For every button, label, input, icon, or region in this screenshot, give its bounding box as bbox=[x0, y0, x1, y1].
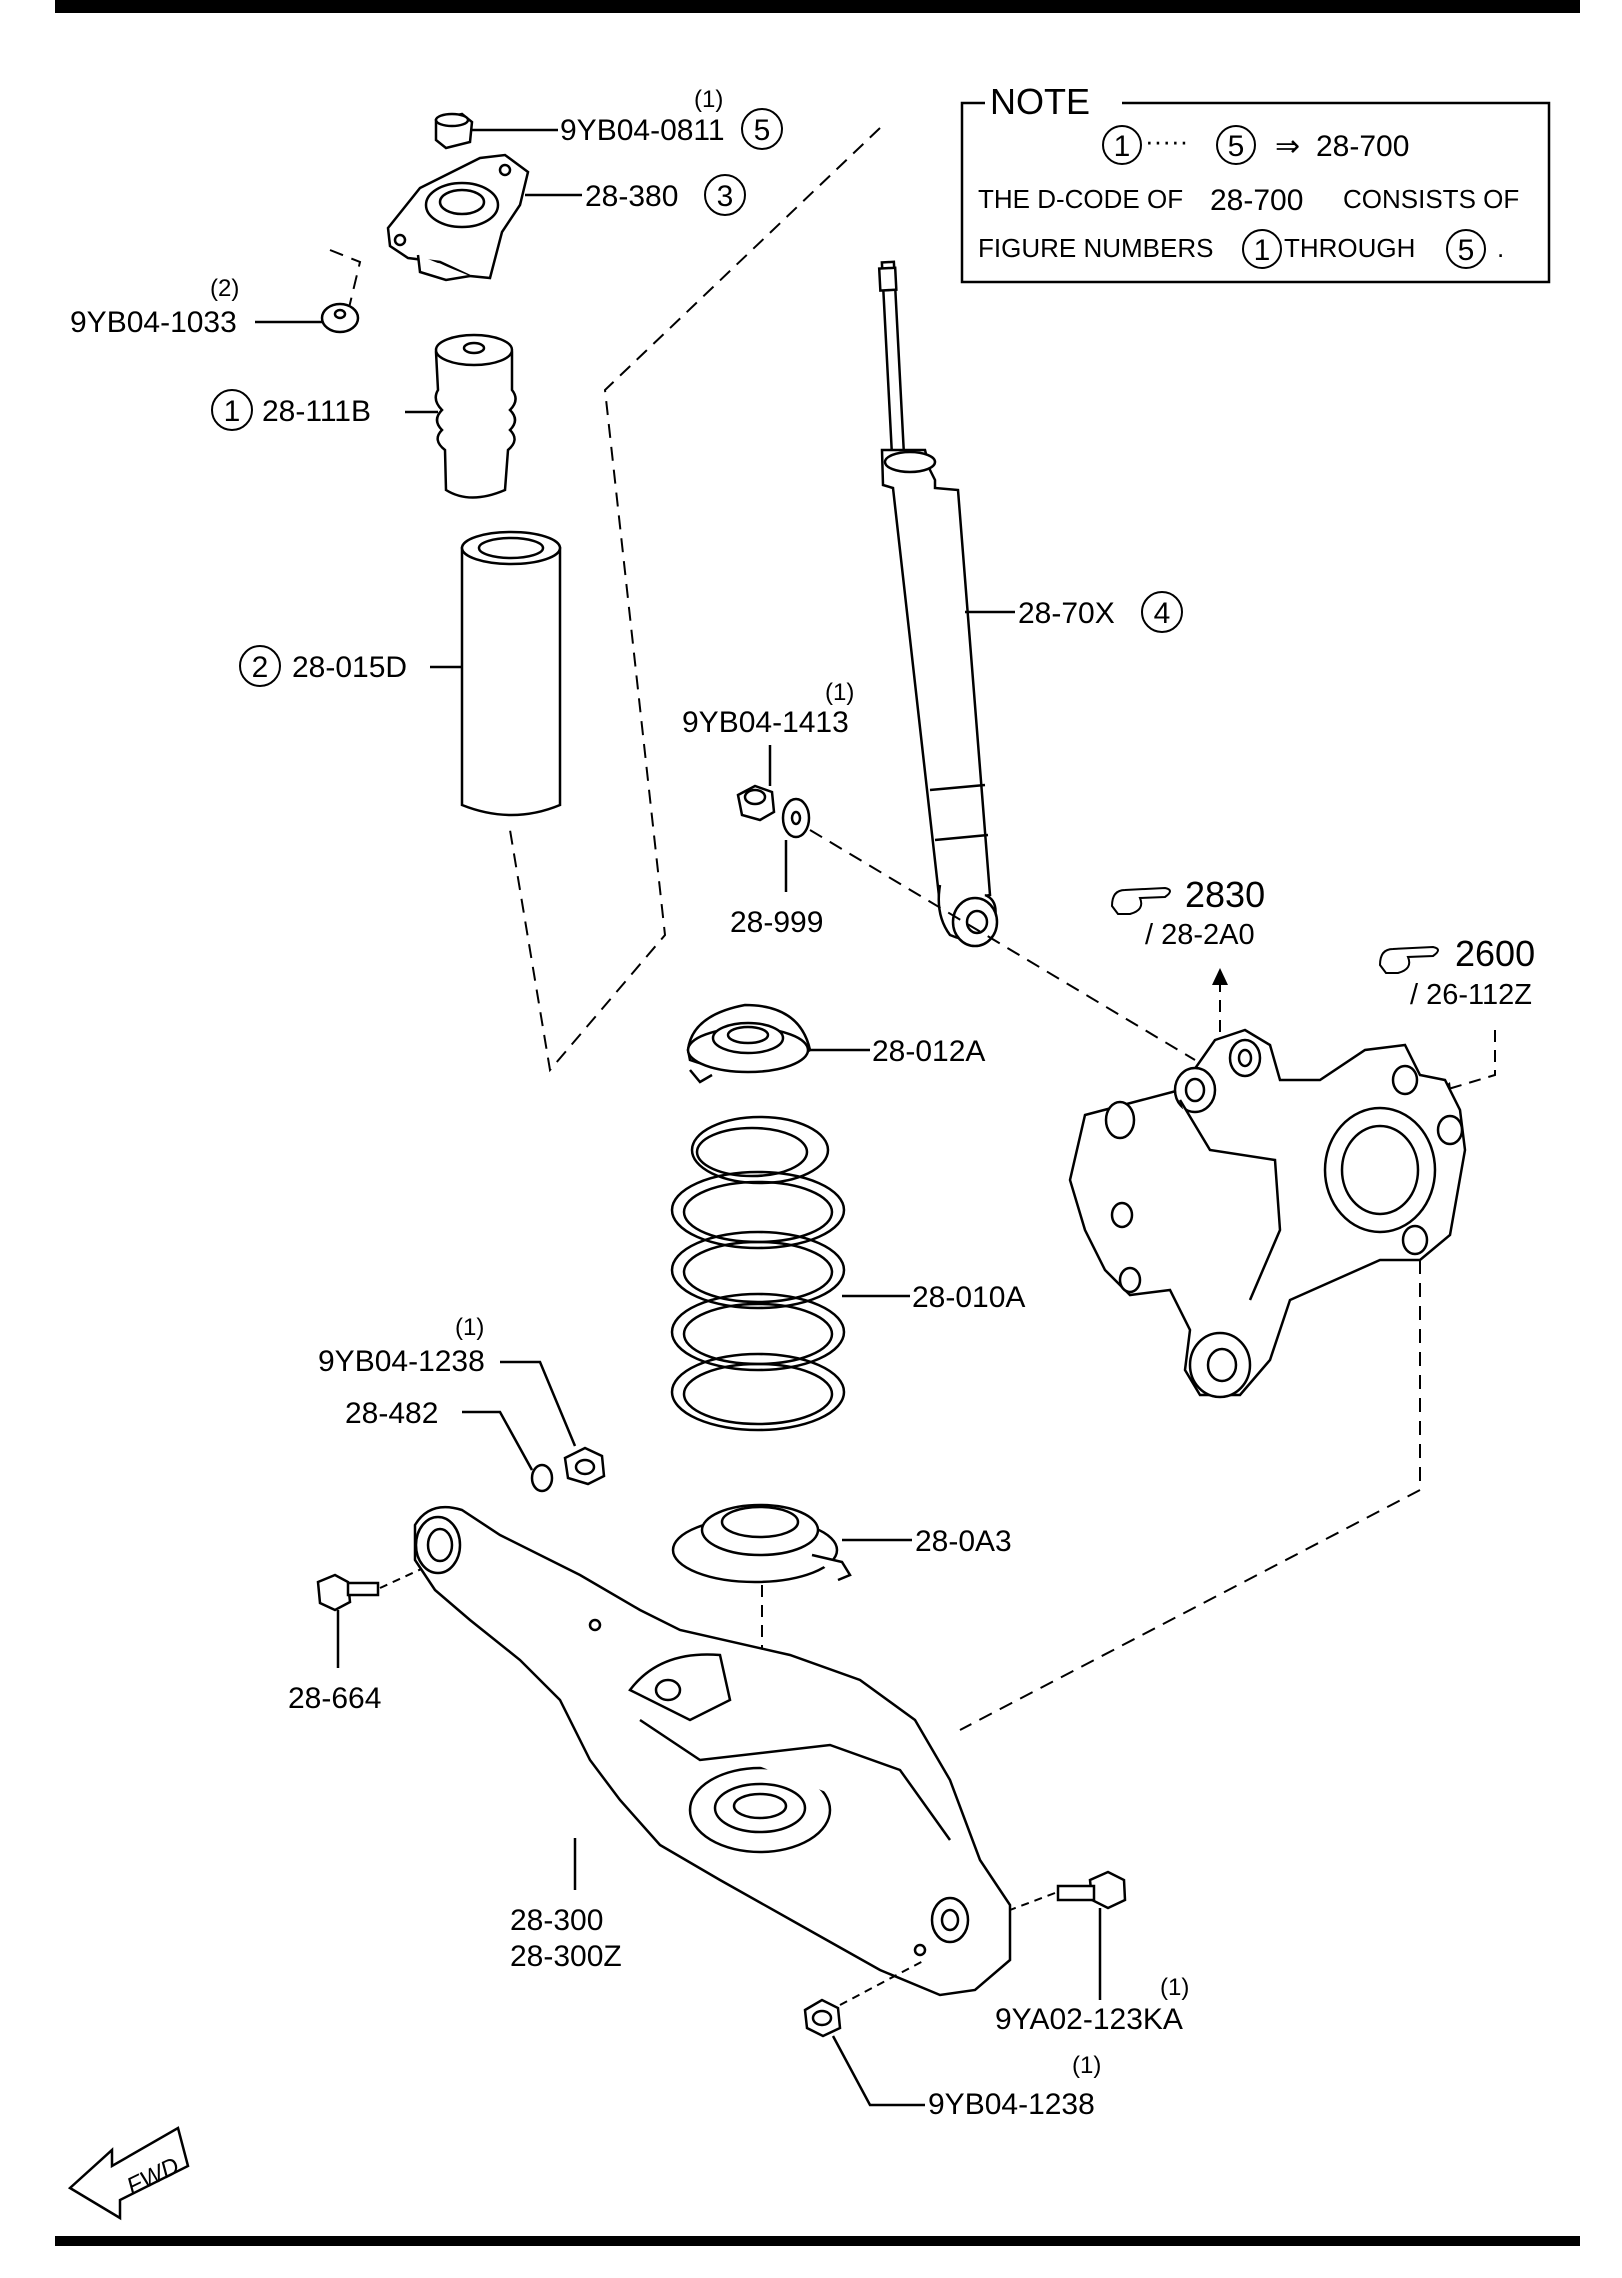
lower-shock-nut-code: 9YB04-1413 bbox=[682, 706, 849, 739]
ref-2830-main: 2830 bbox=[1185, 874, 1265, 915]
fig-circle-5 bbox=[1216, 125, 1256, 165]
knuckle-bolt bbox=[1056, 1870, 1127, 2000]
shock-absorber bbox=[877, 260, 1015, 948]
fig-circle-5-top bbox=[741, 108, 783, 150]
ref-arrow-1 bbox=[1212, 968, 1228, 985]
upper-spring-seat bbox=[686, 1003, 870, 1084]
bottom-border bbox=[55, 2236, 1580, 2246]
dust-boot bbox=[430, 530, 562, 817]
fig-circle-1 bbox=[1102, 125, 1142, 165]
fig-circle-2 bbox=[239, 645, 281, 687]
top-nut bbox=[434, 112, 558, 150]
assembly-outline bbox=[329, 127, 881, 1073]
note-line3-prefix: FIGURE NUMBERS bbox=[978, 233, 1213, 263]
lower-arm bbox=[413, 1505, 1012, 1997]
lower-shock-washer bbox=[781, 797, 811, 892]
top-mount-fig: 3 bbox=[717, 180, 734, 213]
pointing-hand-icon bbox=[1378, 945, 1439, 974]
knuckle bbox=[1068, 1028, 1467, 1399]
arm-nut-code: 9YB04-1238 bbox=[318, 1345, 485, 1378]
knuckle-nut-code: 9YB04-1238 bbox=[928, 2088, 1095, 2121]
forward-arrow-icon: FWD bbox=[67, 2126, 190, 2221]
bump-stop-code: 28-111B bbox=[262, 395, 371, 428]
lower-spring-seat bbox=[671, 1503, 912, 1584]
top-mount-code: 28-380 bbox=[585, 180, 678, 213]
lower-shock-nut-qty: (1) bbox=[825, 679, 854, 706]
arm-bolt bbox=[316, 1573, 380, 1668]
note-line3-start: 1 bbox=[1254, 234, 1271, 267]
note-line2-suffix: CONSISTS OF bbox=[1343, 184, 1519, 214]
note-line3-mid: THROUGH bbox=[1284, 233, 1415, 263]
note-title: NOTE bbox=[990, 81, 1090, 122]
ref-2600: 2600 / 26-112Z bbox=[1378, 933, 1535, 1011]
lower-seat-code: 28-0A3 bbox=[915, 1525, 1012, 1558]
knuckle-bolt-qty: (1) bbox=[1160, 1974, 1189, 2001]
upper-seat-code: 28-012A bbox=[872, 1035, 985, 1068]
note-arrow: ⇒ bbox=[1275, 130, 1300, 163]
note-box: NOTE 1 ····· 5 ⇒ 28-700 THE D-CODE OF 28… bbox=[960, 81, 1551, 284]
arm-nut bbox=[500, 1360, 606, 1486]
fig-circle-4 bbox=[1141, 591, 1183, 633]
fig-circle-1-bump bbox=[211, 389, 253, 431]
knuckle-arm-line bbox=[959, 1260, 1421, 1731]
top-border bbox=[55, 0, 1580, 13]
ref-2830: 2830 / 28-2A0 bbox=[1110, 874, 1265, 951]
knuckle-bolt-line bbox=[1009, 1892, 1056, 1911]
pointing-hand-icon bbox=[1110, 886, 1171, 915]
fig-circle-1b bbox=[1242, 229, 1282, 269]
note-range-start: 1 bbox=[1114, 130, 1131, 163]
note-range-sep: ····· bbox=[1145, 126, 1188, 156]
bump-stop-fig: 1 bbox=[224, 395, 241, 428]
top-washer bbox=[255, 302, 360, 334]
lower-arm-code: 28-300 bbox=[510, 1904, 603, 1937]
note-line3-end: 5 bbox=[1458, 234, 1475, 267]
dust-boot-code: 28-015D bbox=[292, 651, 407, 684]
note-target-code: 28-700 bbox=[1316, 130, 1409, 163]
ref-2600-main: 2600 bbox=[1455, 933, 1535, 974]
lower-shock-washer-code: 28-999 bbox=[730, 906, 823, 939]
arm-washer-code: 28-482 bbox=[345, 1397, 438, 1430]
knuckle-nut bbox=[803, 1998, 925, 2107]
coil-spring bbox=[670, 1115, 910, 1432]
note-line3-dot: . bbox=[1497, 233, 1504, 263]
arm-nut-qty: (1) bbox=[455, 1314, 484, 1341]
bump-stop bbox=[405, 333, 517, 499]
shock-bolt-line bbox=[809, 829, 1196, 1061]
fig-circle-3 bbox=[704, 174, 746, 216]
fig-circle-5b bbox=[1446, 229, 1486, 269]
note-line2-code: 28-700 bbox=[1210, 184, 1303, 217]
lower-shock-nut bbox=[736, 745, 776, 822]
note-range-end: 5 bbox=[1228, 130, 1245, 163]
shock-code: 28-70X bbox=[1018, 597, 1115, 630]
top-nut-fig: 5 bbox=[754, 114, 771, 147]
knuckle-nut-line bbox=[839, 1959, 926, 2006]
arm-washer bbox=[462, 1410, 554, 1493]
top-washer-code: 9YB04-1033 bbox=[70, 306, 237, 339]
shock-fig: 4 bbox=[1154, 597, 1171, 630]
note-line2-prefix: THE D-CODE OF bbox=[978, 184, 1183, 214]
dust-boot-fig: 2 bbox=[252, 651, 269, 684]
top-mount bbox=[386, 153, 582, 282]
ref-2600-sub: / 26-112Z bbox=[1410, 979, 1532, 1011]
spring-code: 28-010A bbox=[912, 1281, 1025, 1314]
knuckle-bolt-code: 9YA02-123KA bbox=[995, 2003, 1183, 2036]
top-washer-qty: (2) bbox=[210, 275, 239, 302]
knuckle-nut-qty: (1) bbox=[1072, 2052, 1101, 2079]
top-nut-qty: (1) bbox=[694, 86, 723, 113]
top-nut-code: 9YB04-0811 bbox=[560, 114, 725, 147]
arm-bolt-code: 28-664 bbox=[288, 1682, 381, 1715]
lower-arm-code2: 28-300Z bbox=[510, 1940, 622, 1973]
ref-2830-sub: / 28-2A0 bbox=[1145, 919, 1255, 951]
